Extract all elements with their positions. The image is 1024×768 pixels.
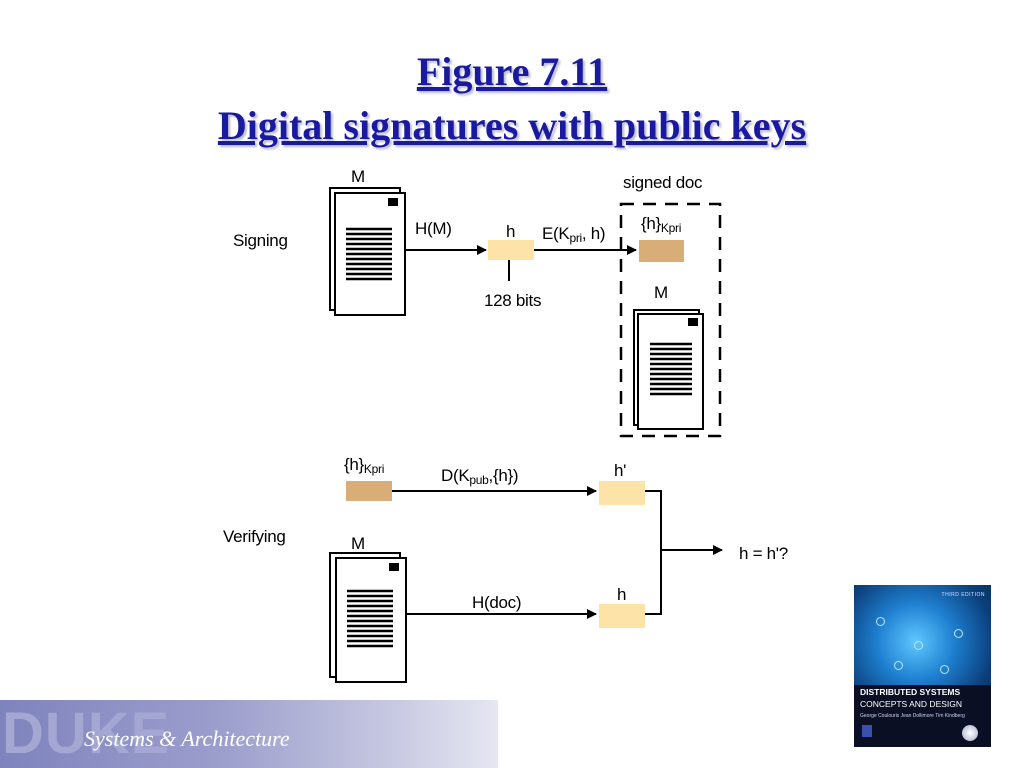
book-title: DISTRIBUTED SYSTEMS [860, 687, 961, 697]
book-edition: THIRD EDITION [941, 592, 985, 598]
digest-box [488, 240, 534, 260]
signed-document-icon [633, 309, 704, 430]
signed-doc-container [619, 202, 722, 438]
bits-label: 128 bits [484, 291, 542, 310]
digest-label: h [506, 222, 516, 241]
book-cover-image: THIRD EDITION DISTRIBUTED SYSTEMS CONCEP… [854, 585, 991, 747]
verify-h-label: h [617, 585, 627, 604]
network-node-icon [940, 665, 949, 674]
signing-section-label: Signing [233, 231, 288, 250]
book-subtitle: CONCEPTS AND DESIGN [860, 699, 963, 709]
duke-logo: DUKE [2, 701, 171, 766]
verify-hash-label: H(doc) [472, 593, 522, 612]
verify-doc-label: M [351, 534, 365, 553]
footer-subtitle: Systems & Architecture [84, 726, 290, 751]
h-prime-box [599, 481, 645, 505]
verify-signature-label: {h}Kpri [344, 455, 385, 476]
signed-doc-label: signed doc [623, 173, 703, 192]
encrypt-label: E(Kpri, h) [542, 224, 606, 245]
hash-label: H(M) [415, 219, 452, 238]
signed-doc-m-label: M [654, 283, 668, 302]
signature-box [639, 240, 684, 262]
figure-number: Figure 7.11 [416, 49, 608, 94]
network-node-icon [954, 629, 963, 638]
signing-doc-label: M [351, 167, 365, 186]
decrypt-label: D(Kpub,{h}) [441, 466, 519, 487]
network-node-icon [894, 661, 903, 670]
publisher-logo-icon [862, 725, 872, 737]
network-node-icon [876, 617, 885, 626]
figure-title: Digital signatures with public keys [217, 103, 807, 148]
network-node-icon [914, 641, 923, 650]
verify-h-box [599, 604, 645, 628]
compare-bracket [645, 490, 662, 615]
footer-band: DUKE Systems & Architecture [0, 700, 498, 768]
verify-signature-box [346, 481, 392, 501]
verify-document-icon [329, 552, 407, 683]
verifying-section-label: Verifying [223, 527, 286, 546]
signature-label: {h}Kpri [641, 214, 682, 235]
signing-document-icon [329, 187, 406, 316]
cd-icon [962, 725, 978, 741]
h-prime-label: h' [614, 461, 627, 480]
book-authors: George Coulouris Jean Dollimore Tim Kind… [860, 713, 965, 719]
compare-label: h = h'? [739, 544, 788, 563]
